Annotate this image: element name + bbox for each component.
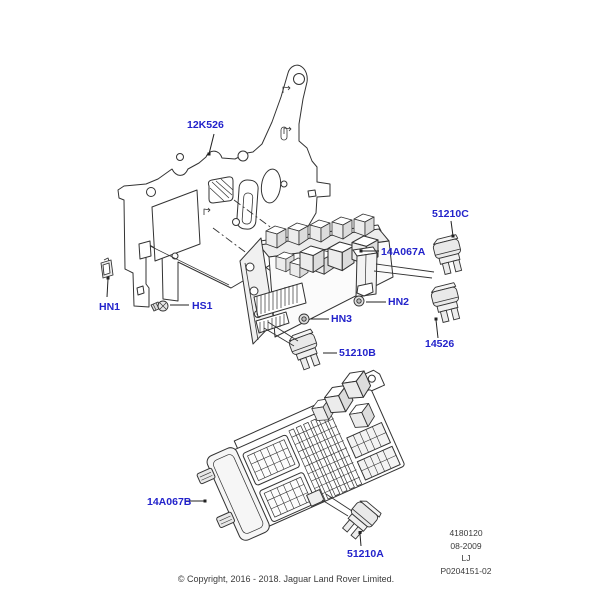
reference-part-code: 4180120 — [449, 528, 483, 538]
fuse-51210b-drawing — [286, 328, 325, 372]
callout-fuse-c[interactable]: 51210C — [432, 208, 469, 220]
nut-hn2-drawing — [353, 295, 365, 307]
fuse-51210c-drawing — [431, 233, 466, 277]
callout-nut-hn1[interactable]: HN1 — [99, 301, 121, 313]
projection-lines — [263, 263, 435, 517]
screw-hs1-drawing — [150, 300, 169, 312]
reference-drawing-no: P0204151-02 — [440, 565, 492, 576]
callout-fuse-b[interactable]: 51210B — [339, 347, 376, 359]
callout-bracket[interactable]: 12K526 — [187, 119, 224, 131]
copyright-notice: © Copyright, 2016 - 2018. Jaguar Land Ro… — [177, 574, 395, 584]
fuse-14526-drawing — [429, 281, 464, 325]
reference-date-code: 08-2009 — [450, 540, 482, 551]
leader-lines — [106, 133, 455, 547]
callout-fusebox-upper[interactable]: 14A067A — [381, 246, 426, 258]
fusebox-upper-drawing — [239, 213, 394, 345]
assembly-axis-lines — [212, 199, 352, 288]
callout-nut-hn3[interactable]: HN3 — [331, 313, 353, 325]
reference-platform: LJ — [461, 553, 471, 563]
fusebox-lower-drawing — [196, 366, 405, 541]
callout-nut-hn2[interactable]: HN2 — [388, 296, 410, 308]
reference-block: 4180120 08-2009 LJ P0204151-02 — [420, 527, 512, 577]
clip-nut-hn1-drawing — [100, 257, 114, 279]
callout-screw-hs1[interactable]: HS1 — [192, 300, 213, 312]
nut-hn3-drawing — [298, 313, 310, 325]
callout-fuse-14526[interactable]: 14526 — [425, 338, 455, 350]
callout-fuse-a[interactable]: 51210A — [347, 548, 384, 560]
callout-fusebox-lower[interactable]: 14A067B — [147, 496, 192, 508]
